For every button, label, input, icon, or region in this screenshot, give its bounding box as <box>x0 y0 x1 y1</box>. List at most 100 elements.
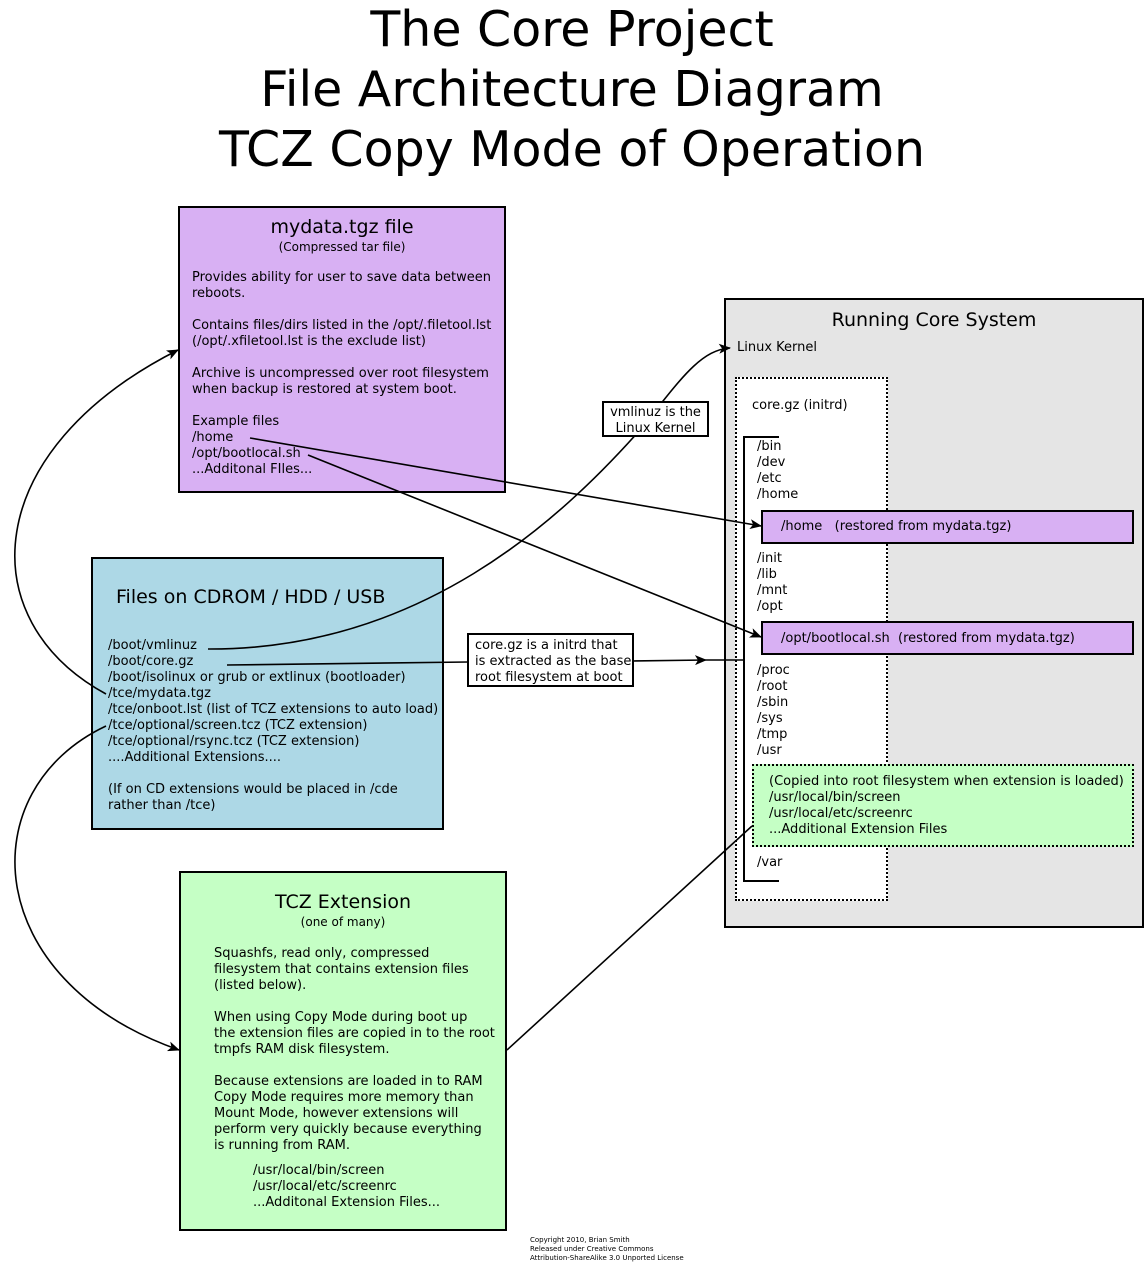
tcz-text: Copy Mode requires more memory than <box>214 1090 474 1105</box>
callout-text: Linux Kernel <box>615 421 696 436</box>
cdrom-file: ....Additional Extensions.... <box>108 750 282 765</box>
tcz-subheading: (one of many) <box>300 915 386 929</box>
arrow-bootlocal-restore <box>307 454 762 638</box>
tcz-text: Because extensions are loaded in to RAM <box>214 1074 483 1089</box>
dir-item: /opt <box>757 599 783 614</box>
copyright-block: Copyright 2010, Brian Smith Released und… <box>530 1236 684 1263</box>
dir-item: /sbin <box>757 695 789 710</box>
bootlocal-restored-label: /opt/bootlocal.sh (restored from mydata.… <box>781 631 1075 646</box>
arrow-coregz-initrd <box>632 655 707 666</box>
dir-item: /root <box>757 679 788 694</box>
cdrom-file: /boot/core.gz <box>108 654 194 669</box>
copied-file: /usr/local/bin/screen <box>769 790 901 805</box>
dirs-mid: /init /lib /mnt /opt <box>757 551 787 615</box>
line-tcz-copied <box>506 825 753 1051</box>
callout-text: core.gz is a initrd that <box>475 638 618 653</box>
dirs-low: /proc /root /sbin /sys /tmp /usr <box>757 663 790 759</box>
cdrom-heading: Files on CDROM / HDD / USB <box>116 586 386 608</box>
arrow-mydata-to-box <box>14 349 179 695</box>
initrd-label: core.gz (initrd) <box>752 398 848 413</box>
tcz-text: Mount Mode, however extensions will <box>214 1106 459 1121</box>
dir-item: /bin <box>757 439 782 454</box>
vmlinuz-callout: vmlinuz is the Linux Kernel <box>602 401 709 437</box>
tcz-file: ...Additonal Extension Files... <box>253 1195 441 1210</box>
tcz-file: /usr/local/bin/screen <box>253 1163 385 1178</box>
tcz-text: When using Copy Mode during boot up <box>214 1010 468 1025</box>
mydata-subheading: (Compressed tar file) <box>278 240 406 254</box>
cdrom-note: (If on CD extensions would be placed in … <box>108 782 398 797</box>
mydata-example: /opt/bootlocal.sh <box>192 446 301 461</box>
title-line-2: File Architecture Diagram <box>260 61 884 118</box>
title-line-1: The Core Project <box>370 1 774 58</box>
tcz-body: Squashfs, read only, compressed filesyst… <box>214 946 495 1154</box>
mydata-examples-label: Example files <box>192 414 280 429</box>
callout-text: root filesystem at boot <box>475 670 623 685</box>
mydata-box: mydata.tgz file (Compressed tar file) Pr… <box>178 206 506 493</box>
copied-note: (Copied into root filesystem when extens… <box>769 774 1124 789</box>
dir-item: /proc <box>757 663 790 678</box>
dir-bracket <box>743 436 779 882</box>
linux-kernel-label: Linux Kernel <box>737 340 817 355</box>
title-line-3: TCZ Copy Mode of Operation <box>218 121 926 178</box>
dir-item: /etc <box>757 471 782 486</box>
bootlocal-restored-bar: /opt/bootlocal.sh (restored from mydata.… <box>761 621 1134 655</box>
arrow-tcz-to-box <box>14 725 180 1052</box>
cdrom-files: /boot/vmlinuz /boot/core.gz /boot/isolin… <box>108 638 438 814</box>
cdrom-box: Files on CDROM / HDD / USB /boot/vmlinuz… <box>91 557 444 830</box>
tcz-text: the extension files are copied in to the… <box>214 1026 495 1041</box>
dir-item: /mnt <box>757 583 788 598</box>
mydata-example: ...Additonal FIles... <box>192 462 313 477</box>
dir-item: /usr <box>757 743 782 758</box>
mydata-text: when backup is restored at system boot. <box>192 382 457 397</box>
dir-item: /sys <box>757 711 783 726</box>
dir-var: /var <box>757 855 783 870</box>
running-heading: Running Core System <box>831 309 1037 331</box>
tcz-text: filesystem that contains extension files <box>214 962 469 977</box>
coregz-callout: core.gz is a initrd that is extracted as… <box>467 633 634 687</box>
arrow-home-restore <box>249 437 762 530</box>
tcz-text: is running from RAM. <box>214 1138 350 1153</box>
line-coregz-callout <box>226 661 469 666</box>
mydata-heading: mydata.tgz file <box>270 216 414 238</box>
mydata-text: (/opt/.xfiletool.lst is the exclude list… <box>192 334 426 349</box>
tcz-files: /usr/local/bin/screen /usr/local/etc/scr… <box>253 1163 440 1211</box>
copyright-line: Released under Creative Commons <box>530 1245 654 1253</box>
callout-text: vmlinuz is the <box>610 405 701 420</box>
cdrom-file: /tce/optional/rsync.tcz (TCZ extension) <box>108 734 360 749</box>
home-restored-label: /home (restored from mydata.tgz) <box>781 519 1012 534</box>
dir-item: /lib <box>757 567 777 582</box>
copyright-line: Copyright 2010, Brian Smith <box>530 1236 630 1244</box>
dir-item: /init <box>757 551 782 566</box>
home-restored-bar: /home (restored from mydata.tgz) <box>761 510 1134 544</box>
dirs-top: /bin /dev /etc /home <box>757 439 798 503</box>
cdrom-file: /tce/optional/screen.tcz (TCZ extension) <box>108 718 368 733</box>
copyright-line: Attribution-ShareAlike 3.0 Unported Lice… <box>530 1254 684 1262</box>
tcz-text: tmpfs RAM disk filesystem. <box>214 1042 390 1057</box>
copied-file: /usr/local/etc/screenrc <box>769 806 913 821</box>
dir-item: /home <box>757 487 799 502</box>
tcz-text: Squashfs, read only, compressed <box>214 946 430 961</box>
tcz-text: (listed below). <box>214 978 307 993</box>
dir-item: /tmp <box>757 727 788 742</box>
mydata-text: Archive is uncompressed over root filesy… <box>192 366 489 381</box>
mydata-text: reboots. <box>192 286 246 301</box>
mydata-body: Provides ability for user to save data b… <box>192 270 491 478</box>
cdrom-file: /boot/vmlinuz <box>108 638 197 653</box>
tcz-box: TCZ Extension (one of many) Squashfs, re… <box>179 871 507 1231</box>
cdrom-file: /boot/isolinux or grub or extlinux (boot… <box>108 670 406 685</box>
cdrom-file: /tce/onboot.lst (list of TCZ extensions … <box>108 702 439 717</box>
mydata-text: Contains files/dirs listed in the /opt/.… <box>192 318 492 333</box>
copied-files-box: (Copied into root filesystem when extens… <box>752 764 1134 847</box>
cdrom-note: rather than /tce) <box>108 798 216 813</box>
arrow-vmlinuz-kernel <box>207 343 731 650</box>
callout-text: is extracted as the base <box>475 654 632 669</box>
mydata-example: /home <box>192 430 234 445</box>
copied-files-list: (Copied into root filesystem when extens… <box>769 774 1124 838</box>
dir-item: /dev <box>757 455 786 470</box>
copied-file: ...Additional Extension Files <box>769 822 948 837</box>
tcz-heading: TCZ Extension <box>274 891 412 913</box>
tcz-file: /usr/local/etc/screenrc <box>253 1179 397 1194</box>
mydata-text: Provides ability for user to save data b… <box>192 270 491 285</box>
tcz-text: perform very quickly because everything <box>214 1122 482 1137</box>
